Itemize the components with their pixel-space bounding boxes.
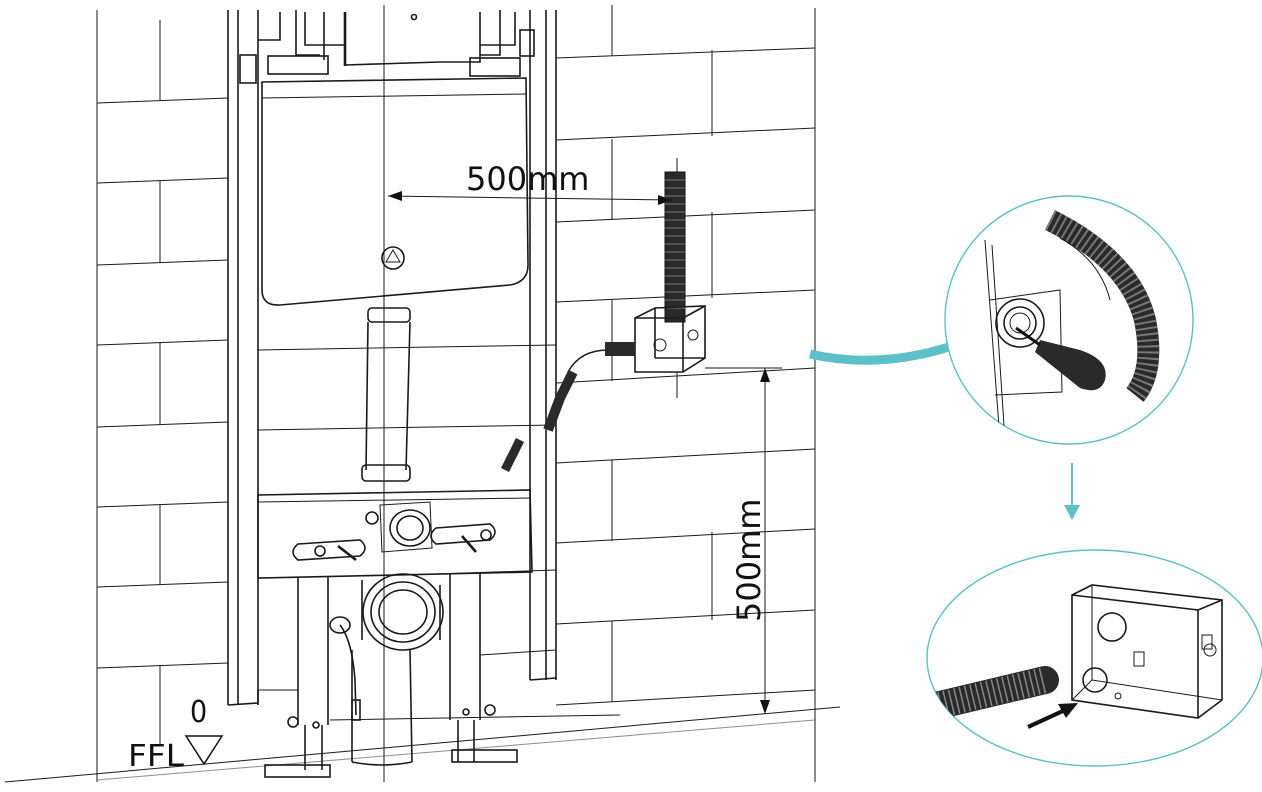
horizontal-dimension-label: 500mm bbox=[466, 160, 589, 198]
waste-pipe bbox=[351, 573, 444, 766]
side-conduit bbox=[500, 342, 636, 473]
water-hose bbox=[329, 616, 361, 721]
vertical-dimension-label: 500mm bbox=[730, 499, 768, 622]
flush-outlet bbox=[379, 501, 433, 553]
recycle-icon bbox=[381, 246, 405, 270]
floor-level-marker: FFL 0 bbox=[128, 695, 224, 774]
frame-legs bbox=[258, 572, 518, 778]
detail-circle-junction-box bbox=[926, 549, 1262, 767]
brick-wall bbox=[96, 5, 816, 782]
horizontal-dimension: 500mm bbox=[387, 160, 673, 205]
vertical-conduit bbox=[664, 158, 686, 323]
cistern-tank bbox=[261, 12, 529, 306]
flush-pipe bbox=[361, 5, 411, 782]
mounting-plate bbox=[257, 489, 533, 579]
junction-box bbox=[634, 305, 706, 398]
vertical-dimension: 500mm bbox=[705, 367, 782, 714]
ffl-label: FFL bbox=[128, 739, 184, 774]
callout-arrow-down bbox=[1064, 463, 1080, 520]
cistern-frame bbox=[227, 10, 557, 706]
zero-label: 0 bbox=[190, 695, 207, 730]
detail-circle-conduit-entry bbox=[944, 195, 1194, 445]
